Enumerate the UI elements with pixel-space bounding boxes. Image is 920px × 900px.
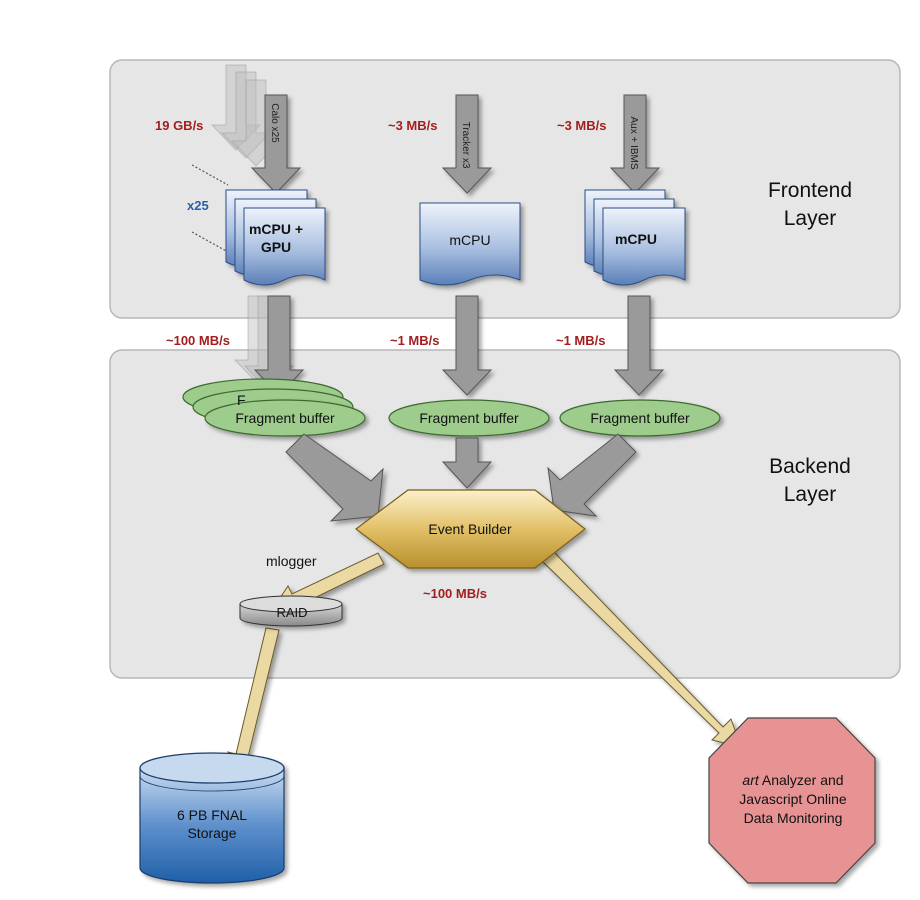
calo-mcpu-gpu-node [225, 189, 326, 286]
aux-mcpu-node [584, 189, 686, 286]
tracker-arrow-label: Tracker x3 [460, 122, 471, 169]
calo-fragment-buffers [182, 378, 366, 437]
calo-fragment-buffer [204, 399, 366, 437]
backend-output-rate: ~100 MB/s [423, 586, 487, 601]
analyzer-art-italic: art [742, 772, 759, 788]
calo-output-arrows [233, 295, 305, 396]
tracker-node-label: mCPU [449, 232, 490, 248]
calo-multiplicity: x25 [187, 198, 209, 213]
calo-fragment-buffer-label: Fragment buffer [235, 410, 335, 426]
calo-perspective-line [191, 231, 229, 253]
calo-fragment-buffer-partial-label: F [237, 392, 246, 408]
analyzer-label-line1: art Analyzer and [742, 772, 843, 788]
aux-fragment-buffer-label: Fragment buffer [590, 410, 690, 426]
calo-input-arrow [250, 94, 302, 194]
event-builder-node [355, 489, 586, 569]
event-builder-label: Event Builder [428, 521, 512, 537]
calo-arrow-label: Calo x25 [269, 103, 280, 143]
tracker-output-rate: ~1 MB/s [390, 333, 440, 348]
calo-output-rate: ~100 MB/s [166, 333, 230, 348]
calo-perspective-line [191, 164, 229, 186]
tracker-fragment-buffer-label: Fragment buffer [419, 410, 519, 426]
aux-output-arrow [613, 295, 665, 396]
raid-node [239, 595, 343, 627]
aux-input-arrow [609, 94, 661, 194]
raid-label: RAID [276, 605, 307, 620]
calo-input-arrows [210, 64, 302, 194]
tracker-fragment-buffer [388, 399, 550, 437]
storage-label-line1: 6 PB FNAL [177, 807, 247, 823]
aux-arrow-label: Aux + IBMS [628, 116, 639, 169]
art-analyzer-node [708, 717, 876, 884]
tracker-mcpu-node [419, 202, 521, 286]
backend-layer-title-line2: Layer [784, 483, 837, 506]
calo-node-label-line2: GPU [261, 239, 291, 255]
frontend-layer-title-line1: Frontend [768, 179, 852, 202]
calo-node-label-line1: mCPU + [249, 221, 303, 237]
analyzer-label-line3: Data Monitoring [744, 810, 843, 826]
aux-input-rate: ~3 MB/s [557, 118, 607, 133]
aux-fragment-buffer [559, 399, 721, 437]
calo-input-rate: 19 GB/s [155, 118, 203, 133]
aux-to-builder-arrow [547, 433, 637, 517]
frontend-layer-title-line2: Layer [784, 207, 837, 230]
tracker-to-builder-arrow [441, 437, 493, 489]
analyzer-label-line2: Javascript Online [739, 791, 847, 807]
storage-label-line2: Storage [187, 825, 236, 841]
mlogger-label: mlogger [266, 553, 317, 569]
aux-node-label: mCPU [615, 231, 657, 247]
aux-output-rate: ~1 MB/s [556, 333, 606, 348]
backend-layer-title-line1: Backend [769, 455, 851, 478]
tracker-output-arrow [441, 295, 493, 396]
fnal-storage-node [139, 752, 285, 884]
tracker-input-rate: ~3 MB/s [388, 118, 438, 133]
calo-to-builder-arrow [285, 433, 384, 522]
analyzer-line1-rest: Analyzer and [759, 772, 844, 788]
tracker-input-arrow [441, 94, 493, 194]
